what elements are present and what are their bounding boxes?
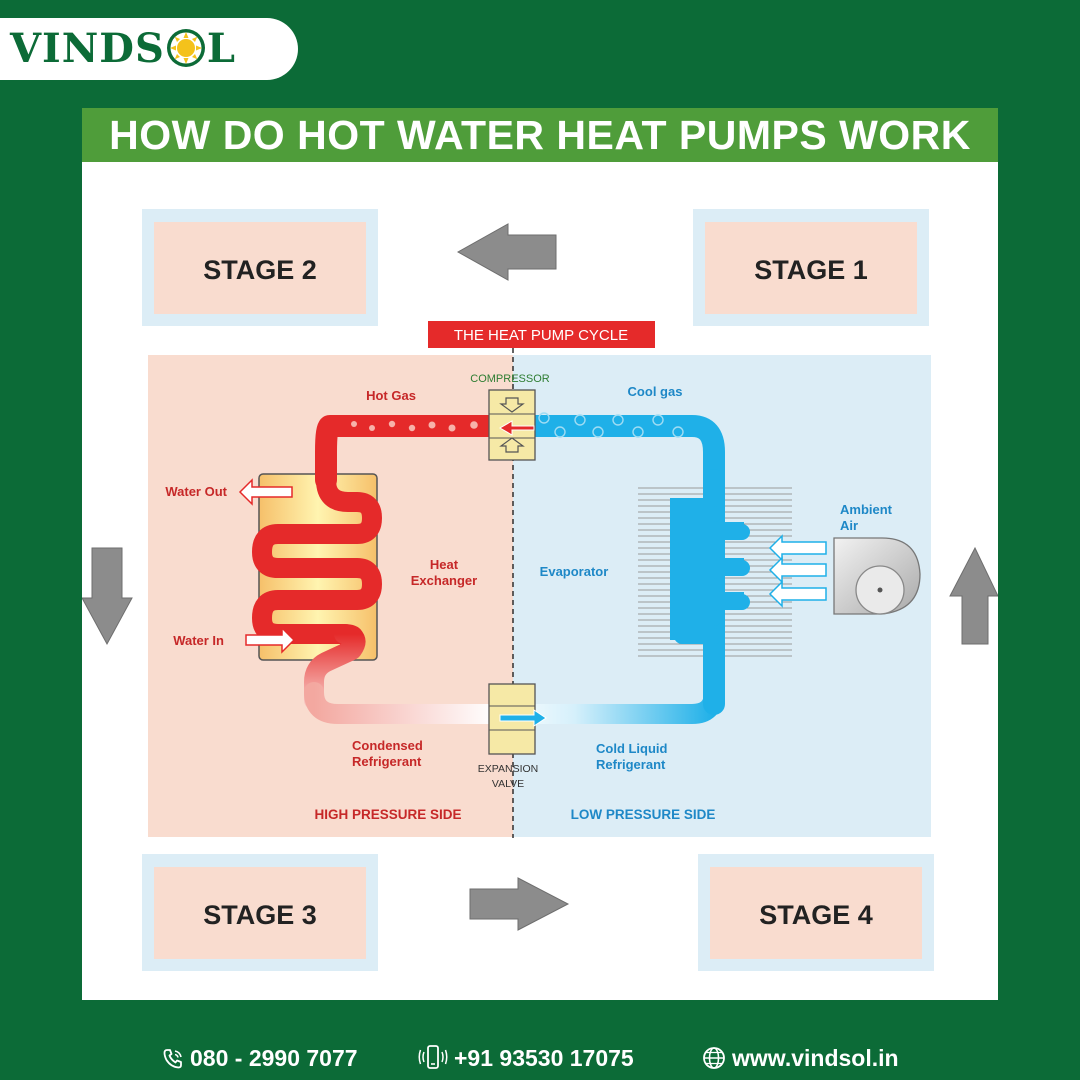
water-out-label: Water Out <box>165 484 227 499</box>
phone-icon <box>163 1049 182 1069</box>
hot-gas-label: Hot Gas <box>366 388 416 403</box>
expansion-valve <box>488 683 547 755</box>
cool-gas-label: Cool gas <box>628 384 683 399</box>
globe-icon <box>703 1047 725 1069</box>
page-title: HOW DO HOT WATER HEAT PUMPS WORK <box>82 108 998 162</box>
cycle-title: THE HEAT PUMP CYCLE <box>454 327 628 344</box>
stage-3-box: STAGE 3 <box>142 854 378 971</box>
compressor <box>488 389 536 461</box>
cold-liquid-label-2: Refrigerant <box>596 757 666 772</box>
condensed-label-2: Refrigerant <box>352 754 422 769</box>
website-text: www.vindsol.in <box>732 1045 899 1071</box>
arrow-left-icon <box>456 223 557 281</box>
evaporator-comb <box>708 522 744 606</box>
ambient-air-label-2: Air <box>840 518 858 533</box>
expansion-label-1: EXPANSION <box>478 763 539 775</box>
high-pressure-label: HIGH PRESSURE SIDE <box>314 807 461 822</box>
condensed-label-1: Condensed <box>352 738 423 753</box>
heat-pump-diagram: STAGE 2 STAGE 1 STAGE 3 STAGE 4 THE HEAT… <box>82 209 998 971</box>
mobile-icon <box>418 1045 448 1069</box>
diagram-panel: STAGE 2 STAGE 1 STAGE 3 STAGE 4 THE HEAT… <box>82 162 998 1000</box>
expansion-label-2: VALVE <box>492 778 524 790</box>
contact-phone1[interactable]: 080 - 2990 7077 <box>162 1040 358 1076</box>
stage-2-box: STAGE 2 <box>142 209 378 326</box>
brand-name-part1: VINDS <box>10 25 165 72</box>
arrow-right-icon <box>469 877 570 931</box>
gas-bubbles <box>351 412 684 438</box>
ambient-air-arrows <box>768 534 827 608</box>
stage-1-box: STAGE 1 <box>693 209 929 326</box>
cold-liquid-label-1: Cold Liquid <box>596 741 668 756</box>
stage-1-label: STAGE 1 <box>754 255 868 285</box>
evaporator-coil <box>670 498 708 640</box>
stage-2-label: STAGE 2 <box>203 255 317 285</box>
heat-exchanger-label-1: Heat <box>430 557 459 572</box>
logo-pill: VINDS L <box>0 18 298 80</box>
brand-name-part2: L <box>206 25 237 72</box>
water-in-arrow <box>245 626 296 654</box>
phone2-text: +91 93530 17075 <box>454 1045 634 1071</box>
cycle-title-bg <box>428 321 655 348</box>
stage-3-label: STAGE 3 <box>203 900 317 930</box>
heat-exchanger-label-2: Exchanger <box>411 573 477 588</box>
contact-website[interactable]: www.vindsol.in <box>702 1040 899 1076</box>
stage-4-box: STAGE 4 <box>698 854 934 971</box>
compressor-label: COMPRESSOR <box>470 373 550 385</box>
brand-logo: VINDS L <box>10 26 236 72</box>
water-in-label: Water In <box>173 633 224 648</box>
low-pressure-label: LOW PRESSURE SIDE <box>571 807 716 822</box>
sun-icon <box>166 29 205 67</box>
arrow-down-icon <box>82 547 133 646</box>
fan-icon <box>833 537 921 615</box>
contact-phone2[interactable]: +91 93530 17075 <box>418 1040 634 1076</box>
stage-4-label: STAGE 4 <box>759 900 873 930</box>
arrow-up-icon <box>949 546 998 645</box>
evaporator-label: Evaporator <box>540 564 609 579</box>
ambient-air-label-1: Ambient <box>840 502 893 517</box>
water-out-arrow <box>238 478 293 506</box>
phone1-text: 080 - 2990 7077 <box>190 1045 358 1071</box>
